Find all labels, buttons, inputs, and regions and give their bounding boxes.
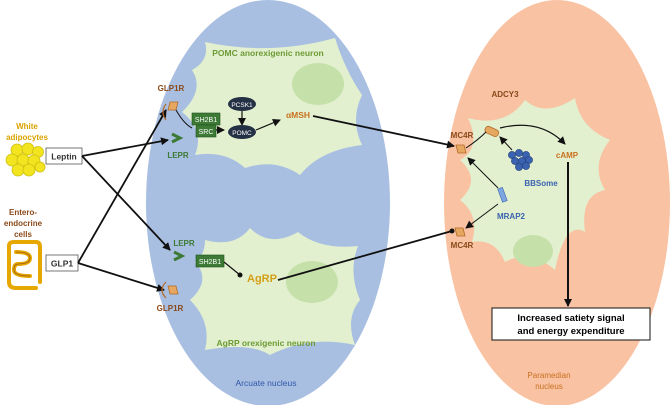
- lepr-top-receptor-icon: [171, 132, 184, 144]
- sh2b1-bottom-box: [195, 254, 225, 268]
- glp1r-bottom-label: GLP1R: [157, 304, 184, 313]
- src-box: [195, 124, 217, 138]
- glp1r-top-signal: [175, 109, 193, 129]
- sh2b1-inhibits-agrp: [223, 261, 241, 276]
- pomc-oval: [228, 125, 256, 139]
- amsh-label: αMSH: [286, 110, 310, 120]
- intestine-icon-outline: [13, 251, 31, 277]
- mc4r-nucleus: [513, 235, 553, 267]
- mrap2-to-mc4r-bottom-arrow: [465, 203, 499, 229]
- enteroendocrine-label-line1: Entero-: [9, 208, 37, 217]
- agrp-to-mc4r-arrow: [277, 230, 453, 281]
- sh2b1-top-label: SH2B1: [195, 117, 217, 124]
- outcome-box: [491, 307, 651, 341]
- mc4r-bottom-label: MC4R: [451, 241, 474, 250]
- mrap2-icon: [497, 187, 508, 203]
- agrp-neuron-label: AgRP orexigenic neuron: [216, 338, 315, 348]
- adcy3-icon: [484, 125, 500, 137]
- amsh-to-mc4r-arrow: [312, 115, 455, 149]
- agrp-label: AgRP: [247, 273, 277, 285]
- adipocyte-cluster-icon: [5, 142, 46, 177]
- enteroendocrine-label-line2: endocrine: [4, 219, 43, 228]
- white-adipocytes-label-line2: adipocytes: [6, 133, 48, 142]
- sh2b1-inhibits-agrp-end: [237, 272, 243, 278]
- lepr-top-label: LEPR: [167, 151, 189, 160]
- sh2b1-bottom-label: SH2B1: [199, 259, 221, 266]
- mc4r-neuron-shape: [460, 98, 610, 270]
- pcsk1-label: PCSK1: [231, 102, 253, 109]
- outcome-line1: Increased satiety signal: [517, 313, 624, 324]
- outcome-line2: and energy expenditure: [517, 326, 624, 337]
- mrap2-to-mc4r-top-arrow: [467, 157, 499, 189]
- adcy3-to-camp-arrow: [499, 124, 566, 145]
- hormone-arrows: [77, 109, 171, 292]
- agrp-to-mc4r-end: [449, 228, 455, 234]
- pomc-label: POMC: [232, 130, 252, 137]
- leptin-label: Leptin: [51, 152, 77, 162]
- pomc-neuron-label: POMC anorexigenic neuron: [212, 48, 323, 58]
- agrp-neuron-shape: [190, 228, 360, 355]
- pomc-nucleus: [292, 63, 344, 105]
- enteroendocrine-label-line3: cells: [14, 230, 32, 239]
- glp1-label: GLP1: [51, 259, 73, 269]
- camp-label: cAMP: [556, 151, 579, 160]
- bbsome-icon: [508, 149, 533, 171]
- pomc-to-amsh-arrow: [255, 119, 281, 131]
- bbsome-to-adcy3-arrow: [499, 136, 513, 151]
- intestine-icon: [7, 240, 42, 290]
- bbsome-label: BBSome: [524, 179, 558, 188]
- arcuate-nucleus-label: Arcuate nucleus: [236, 378, 297, 388]
- pcsk1-oval: [228, 97, 256, 111]
- paramedian-nucleus-label-line2: nucleus: [535, 382, 563, 391]
- mc4r-top-label: MC4R: [451, 131, 474, 140]
- glp1r-bottom-receptor-icon: [161, 281, 179, 299]
- adcy3-label: ADCY3: [491, 90, 519, 99]
- lepr-bottom-label: LEPR: [173, 239, 195, 248]
- mc4r-to-adcy3: [465, 131, 487, 149]
- src-label: SRC: [199, 129, 214, 136]
- mrap2-label: MRAP2: [497, 212, 526, 221]
- agrp-nucleus: [286, 261, 338, 303]
- lepr-bottom-receptor-icon: [173, 250, 186, 262]
- white-adipocytes-label-line1: White: [16, 122, 38, 131]
- paramedian-nucleus-label-line1: Paramedian: [527, 371, 570, 380]
- mc4r-top-receptor-icon: [455, 144, 467, 154]
- glp1r-top-label: GLP1R: [158, 84, 185, 93]
- mc4r-bottom-receptor-icon: [454, 227, 466, 237]
